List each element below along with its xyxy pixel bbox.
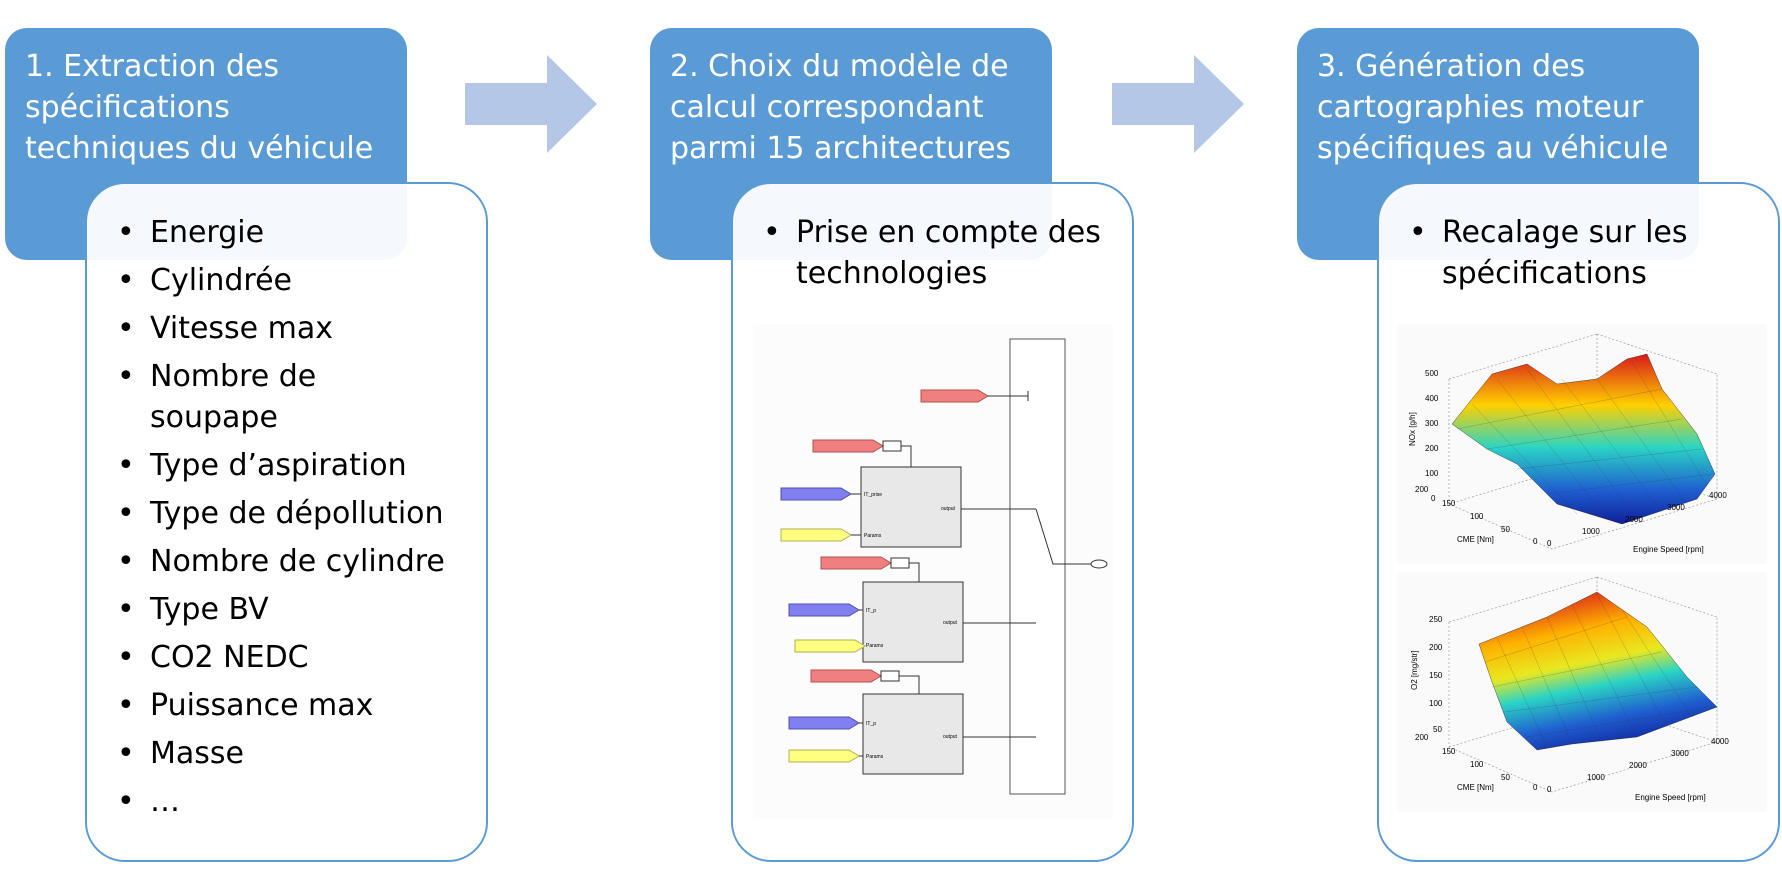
bullet-item: Type de dépollution — [117, 493, 445, 534]
x-tick: 3000 — [1667, 503, 1685, 512]
bullet-line: spécifications — [1442, 256, 1647, 291]
step1-title-line: techniques du véhicule — [25, 131, 374, 166]
block-out-label: output — [943, 734, 958, 740]
x-tick: 1000 — [1587, 773, 1605, 782]
z-tick: 300 — [1425, 419, 1439, 428]
z-tick: 200 — [1429, 643, 1443, 652]
step1-title-line: spécifications — [25, 90, 230, 125]
bullet-line: technologies — [796, 256, 988, 291]
bullet-item: Recalage sur les spécifications — [1409, 212, 1688, 294]
y-axis-label: CME [Nm] — [1457, 535, 1494, 544]
x-tick: 2000 — [1625, 515, 1643, 524]
x-tick: 2000 — [1629, 761, 1647, 770]
block-in1-label: IT_p — [866, 721, 876, 727]
block-in2-label: Params — [864, 533, 882, 539]
bullet-item: … — [117, 781, 445, 822]
bullet-item: Energie — [117, 212, 445, 253]
o2-surface-plot: O2 [mg/str] 250 200 150 100 50 200 150 1… — [1397, 572, 1767, 812]
x-tick: 0 — [1547, 539, 1552, 548]
step2-title-line: parmi 15 architectures — [670, 131, 1012, 166]
step3-title-line: cartographies moteur — [1317, 90, 1644, 125]
arrow-right-icon — [1112, 55, 1244, 153]
block-out-label: output — [943, 620, 958, 626]
bullet-item: Vitesse max — [117, 308, 445, 349]
z-tick: 50 — [1433, 725, 1442, 734]
bullet-item: Nombre de soupape — [117, 356, 445, 438]
y-tick: 0 — [1533, 783, 1538, 792]
bullet-line: Prise en compte des — [796, 215, 1101, 250]
block-in1-label: IT_prise — [864, 492, 882, 498]
x-tick: 1000 — [1582, 527, 1600, 536]
y-tick: 0 — [1533, 537, 1538, 546]
o2-zlabel: O2 [mg/str] — [1410, 650, 1419, 690]
x-axis-label: Engine Speed [rpm] — [1633, 545, 1704, 554]
y-tick: 150 — [1442, 747, 1456, 756]
z-tick: 0 — [1431, 494, 1436, 503]
bullet-item: Nombre de cylindre — [117, 541, 445, 582]
bullet-item: Masse — [117, 733, 445, 774]
arrow-right-icon — [465, 55, 597, 153]
bullet-line: Nombre de — [150, 359, 317, 394]
block-out-label: output — [941, 506, 956, 512]
bullet-item: Cylindrée — [117, 260, 445, 301]
z-tick: 200 — [1425, 444, 1439, 453]
nox-surface-plot: NOx [g/h] 500 400 300 200 100 0 200 150 … — [1397, 324, 1767, 564]
nox-zlabel: NOx [g/h] — [1408, 412, 1417, 446]
bullet-item: Puissance max — [117, 685, 445, 726]
simulink-model-diagram: IT_prise Params output IT_p Params outpu… — [753, 324, 1113, 819]
x-axis-label: Engine Speed [rpm] — [1635, 793, 1706, 802]
y-tick: 200 — [1415, 485, 1429, 494]
z-tick: 500 — [1425, 369, 1439, 378]
y-tick: 200 — [1415, 733, 1429, 742]
step3-panel: Recalage sur les spécifications — [1377, 182, 1780, 862]
step3-bullet-list: Recalage sur les spécifications — [1409, 212, 1688, 301]
block-in2-label: Params — [866, 643, 884, 649]
z-tick: 100 — [1429, 699, 1443, 708]
y-tick: 50 — [1501, 773, 1510, 782]
bullet-item: Type d’aspiration — [117, 445, 445, 486]
y-tick: 150 — [1442, 499, 1456, 508]
x-tick: 3000 — [1671, 749, 1689, 758]
step1-bullet-list: Energie Cylindrée Vitesse max Nombre de s… — [117, 212, 445, 829]
x-tick: 0 — [1547, 785, 1552, 794]
step2-bullet-list: Prise en compte des technologies — [763, 212, 1101, 301]
bullet-item: Prise en compte des technologies — [763, 212, 1101, 294]
x-tick: 4000 — [1709, 491, 1727, 500]
z-tick: 150 — [1429, 671, 1443, 680]
block-in1-label: IT_p — [866, 608, 876, 614]
step2-title-line: calcul correspondant — [670, 90, 984, 125]
step3-title-line: spécifiques au véhicule — [1317, 131, 1669, 166]
bullet-line: soupape — [150, 400, 278, 435]
y-tick: 100 — [1470, 512, 1484, 521]
step1-panel: Energie Cylindrée Vitesse max Nombre de s… — [85, 182, 488, 862]
x-tick: 4000 — [1711, 737, 1729, 746]
bullet-line: Recalage sur les — [1442, 215, 1688, 250]
z-tick: 250 — [1429, 615, 1443, 624]
y-tick: 50 — [1501, 525, 1510, 534]
y-axis-label: CME [Nm] — [1457, 783, 1494, 792]
z-tick: 400 — [1425, 394, 1439, 403]
bullet-item: Type BV — [117, 589, 445, 630]
y-tick: 100 — [1470, 760, 1484, 769]
block-in2-label: Params — [866, 754, 884, 760]
step2-title-line: 2. Choix du modèle de — [670, 49, 1009, 84]
z-tick: 100 — [1425, 469, 1439, 478]
step1-title-line: 1. Extraction des — [25, 49, 279, 84]
step3-title-line: 3. Génération des — [1317, 49, 1586, 84]
step2-panel: Prise en compte des technologies IT_prise… — [731, 182, 1134, 862]
bullet-item: CO2 NEDC — [117, 637, 445, 678]
